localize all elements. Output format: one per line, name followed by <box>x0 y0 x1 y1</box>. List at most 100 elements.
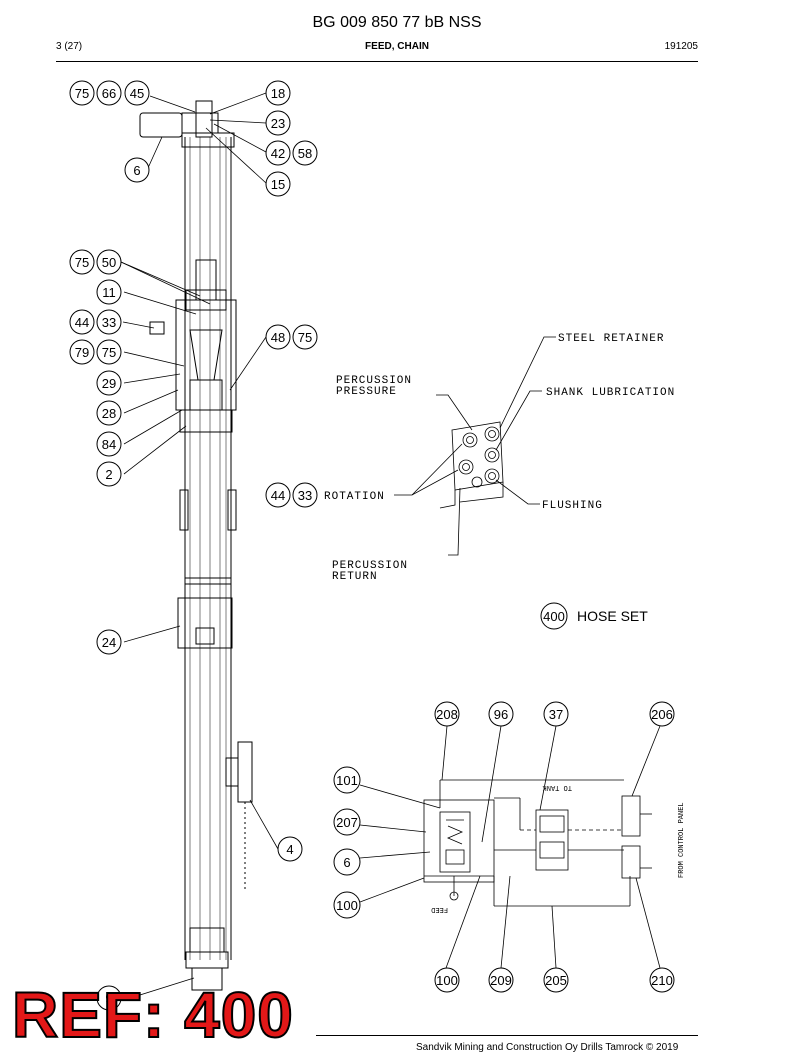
label-percussion-return-2: RETURN <box>332 571 378 583</box>
callout-6-schem: 6 <box>343 855 350 870</box>
feed-callout-numbers: 75 66 45 18 23 4 2 58 6 15 75 50 11 44 33… <box>75 86 312 1006</box>
footer-copyright: Sandvik Mining and Construction Oy Drill… <box>416 1042 679 1053</box>
callout-37: 37 <box>549 707 563 722</box>
callout-44: 44 <box>75 315 89 330</box>
callout-208: 208 <box>436 707 458 722</box>
callout-circle <box>434 701 460 727</box>
callout-circle <box>265 482 291 508</box>
callout-circle <box>96 80 122 106</box>
callout-100-left: 100 <box>336 898 358 913</box>
callout-33-rotation: 33 <box>298 488 312 503</box>
callout-circle <box>265 171 291 197</box>
callout-circle <box>124 157 150 183</box>
callout-100-bottom: 100 <box>436 973 458 988</box>
hydraulic-schematic <box>423 779 652 907</box>
document-date: 191205 <box>664 41 698 52</box>
callout-circle <box>96 431 122 457</box>
callout-15: 15 <box>271 177 285 192</box>
callout-29: 29 <box>102 376 116 391</box>
callout-6: 6 <box>133 163 140 178</box>
callout-207: 207 <box>336 815 358 830</box>
callout-circle <box>265 80 291 106</box>
hose-labels: STEEL RETAINER PERCUSSION PRESSURE SHANK… <box>324 333 675 583</box>
callout-circle <box>96 985 122 1011</box>
callout-circle <box>543 967 569 993</box>
page-number: 3 (27) <box>56 41 83 52</box>
rotation-callouts: 44 33 <box>265 482 318 508</box>
callout-79: 79 <box>75 345 89 360</box>
callout-circle <box>488 967 514 993</box>
callout-circle <box>333 766 361 794</box>
label-flushing: FLUSHING <box>542 500 603 512</box>
feed-callouts <box>69 80 318 1011</box>
callout-75: 75 <box>75 86 89 101</box>
callout-58: 58 <box>298 146 312 161</box>
leader-lines <box>120 92 279 1001</box>
callout-circle <box>292 324 318 350</box>
hose-set-label: 400 HOSE SET <box>540 602 648 630</box>
callout-66: 66 <box>102 86 116 101</box>
callout-circle <box>543 701 569 727</box>
callout-75c: 75 <box>102 345 116 360</box>
label-from-control-panel: FROM CONTROL PANEL <box>678 802 686 878</box>
callout-50: 50 <box>102 255 116 270</box>
callout-4: 4 <box>286 842 293 857</box>
callout-circle <box>488 701 514 727</box>
callout-9: 9 <box>105 991 112 1006</box>
callout-96: 96 <box>494 707 508 722</box>
callout-44-rotation: 44 <box>271 488 285 503</box>
callout-circle <box>540 602 568 630</box>
callout-24: 24 <box>102 635 116 650</box>
callout-circle <box>434 967 460 993</box>
hose-set-number: 400 <box>543 609 565 624</box>
callout-18: 18 <box>271 86 285 101</box>
callout-2: 2 <box>105 467 112 482</box>
callout-circle <box>265 110 291 136</box>
label-rotation: ROTATION <box>324 491 385 503</box>
header-rule <box>56 61 698 62</box>
callout-circle <box>96 339 122 365</box>
callout-circle <box>96 370 122 396</box>
callout-circle <box>265 140 291 166</box>
callout-23: 23 <box>271 116 285 131</box>
callout-28: 28 <box>102 406 116 421</box>
callout-75b: 75 <box>75 255 89 270</box>
callout-209: 209 <box>490 973 512 988</box>
feed-beam-drawing <box>139 100 253 991</box>
callout-48: 48 <box>271 330 285 345</box>
label-percussion-pressure-1: PERCUSSION <box>336 375 412 387</box>
hose-connection-detail <box>394 336 556 556</box>
callout-circle <box>292 140 318 166</box>
schematic-labels: TO TANK FROM CONTROL PANEL FEED <box>431 783 686 913</box>
callout-circle <box>69 309 95 335</box>
callout-circle <box>69 249 95 275</box>
callout-101: 101 <box>336 773 358 788</box>
callout-45: 45 <box>130 86 144 101</box>
callout-84: 84 <box>102 437 116 452</box>
callout-33: 33 <box>102 315 116 330</box>
callout-circle <box>333 848 361 876</box>
callout-75d: 75 <box>298 330 312 345</box>
callout-circle <box>96 400 122 426</box>
footer-rule <box>316 1035 698 1036</box>
callout-11: 11 <box>102 285 116 300</box>
callout-circle <box>333 808 361 836</box>
callout-circle <box>69 80 95 106</box>
hose-set-text: HOSE SET <box>577 608 648 624</box>
callout-circle <box>96 309 122 335</box>
callout-206: 206 <box>651 707 673 722</box>
callout-circle <box>96 629 122 655</box>
schematic-leaders <box>359 725 661 969</box>
callout-circle <box>96 249 122 275</box>
callout-circle <box>69 339 95 365</box>
label-percussion-pressure-2: PRESSURE <box>336 386 397 398</box>
label-feed: FEED <box>431 905 448 913</box>
callout-circle <box>333 891 361 919</box>
callout-circle <box>649 701 675 727</box>
section-title: FEED, CHAIN <box>365 41 429 52</box>
callout-circle <box>277 836 303 862</box>
schematic-callout-numbers: 208 96 37 206 101 207 6 100 100 209 205 … <box>336 707 673 988</box>
label-shank-lubrication: SHANK LUBRICATION <box>546 387 675 399</box>
callout-circle <box>124 80 150 106</box>
